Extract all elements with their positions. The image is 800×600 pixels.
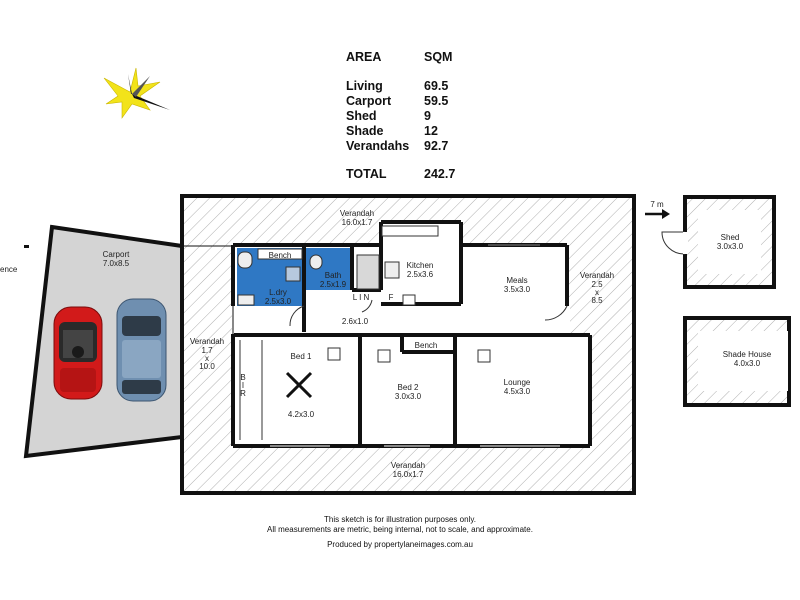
blue-car-icon <box>116 298 167 402</box>
shed-size: 3.0x3.0 <box>717 242 744 251</box>
bath-size: 2.5x1.9 <box>320 280 347 289</box>
fence-post <box>24 245 29 248</box>
bir-label-i: I <box>242 381 244 390</box>
area-row-total: TOTAL 242.7 <box>346 167 486 182</box>
area-value: 69.5 <box>424 79 449 93</box>
distance-marker: 7 m <box>645 200 670 219</box>
lounge-size: 4.5x3.0 <box>504 387 531 396</box>
bir-label-r: R <box>240 389 246 398</box>
area-total-label: TOTAL <box>346 167 387 181</box>
verandah-right-label: Verandah <box>580 271 614 280</box>
carport-size: 7.0x8.5 <box>103 259 130 268</box>
arrow-right-icon <box>662 209 670 219</box>
linen-label: L I N <box>353 293 370 302</box>
area-total-value: 242.7 <box>424 167 456 181</box>
verandah-right-l1: 2.5 <box>591 280 603 289</box>
laundry-label: L.dry <box>269 288 287 297</box>
verandah-left-l3: 10.0 <box>199 362 215 371</box>
area-row-shade: Shade 12 <box>346 124 486 139</box>
bench-mid-label: Bench <box>415 341 438 350</box>
laundry-size: 2.5x3.0 <box>265 297 292 306</box>
carport-label: Carport <box>103 250 130 259</box>
verandah-left-l1: 1.7 <box>201 346 213 355</box>
bed2-label: Bed 2 <box>398 383 419 392</box>
red-car-icon <box>53 306 103 400</box>
shed-label: Shed <box>721 233 740 242</box>
verandah-bottom-label: Verandah <box>391 461 425 470</box>
area-value: 9 <box>424 109 431 123</box>
shade-house-size: 4.0x3.0 <box>734 359 761 368</box>
area-table: AREA SQM Living 69.5 Carport 59.5 Shed 9… <box>346 50 486 182</box>
fence-label: ence <box>0 265 18 274</box>
area-label: Shade <box>346 124 384 138</box>
distance-label: 7 m <box>650 200 664 209</box>
bir-label-b: B <box>240 373 245 382</box>
area-row-living: Living 69.5 <box>346 79 486 94</box>
bed1-size: 4.2x3.0 <box>288 410 315 419</box>
producer-credit: Produced by propertylaneimages.com.au <box>327 540 473 549</box>
ceiling-fan-icon <box>285 371 313 399</box>
lounge-label: Lounge <box>504 378 531 387</box>
area-header-label: AREA <box>346 50 382 64</box>
area-value: 12 <box>424 124 438 138</box>
fixtures <box>232 225 568 447</box>
area-header-value: SQM <box>424 50 453 64</box>
bath-label: Bath <box>325 271 341 280</box>
area-table-header: AREA SQM <box>346 50 486 65</box>
area-row-verandahs: Verandahs 92.7 <box>346 139 486 154</box>
shade-house: Shade House 4.0x3.0 <box>683 316 791 407</box>
shed: Shed 3.0x3.0 <box>661 195 776 289</box>
verandah-bottom-size: 16.0x1.7 <box>393 470 424 479</box>
meals-size: 3.5x3.0 <box>504 285 531 294</box>
area-label: Living <box>346 79 383 93</box>
area-label: Shed <box>346 109 377 123</box>
area-label: Carport <box>346 94 392 108</box>
verandah-top-label: Verandah <box>340 209 374 218</box>
bed2-size: 3.0x3.0 <box>395 392 422 401</box>
verandah-left-label: Verandah <box>190 337 224 346</box>
area-row-carport: Carport 59.5 <box>346 94 486 109</box>
verandah-right-l2: x <box>595 288 599 297</box>
disclaimer-line-1: This sketch is for illustration purposes… <box>324 515 476 524</box>
area-value: 59.5 <box>424 94 449 108</box>
kitchen-label: Kitchen <box>407 261 434 270</box>
verandah-left-l2: x <box>205 354 209 363</box>
disclaimer-line-2: All measurements are metric, being inter… <box>267 525 533 534</box>
area-value: 92.7 <box>424 139 449 153</box>
area-label: Verandahs <box>346 139 410 153</box>
verandah-right-l3: 8.5 <box>591 296 603 305</box>
north-compass-icon <box>103 67 170 119</box>
kitchen-size: 2.5x3.6 <box>407 270 434 279</box>
area-row-shed: Shed 9 <box>346 109 486 124</box>
bed1-label: Bed 1 <box>291 352 312 361</box>
meals-label: Meals <box>506 276 527 285</box>
bench-top-label: Bench <box>269 251 292 260</box>
verandah-top-size: 16.0x1.7 <box>342 218 373 227</box>
hall-size: 2.6x1.0 <box>342 317 369 326</box>
fridge-label: F <box>389 293 394 302</box>
shade-house-label: Shade House <box>723 350 772 359</box>
